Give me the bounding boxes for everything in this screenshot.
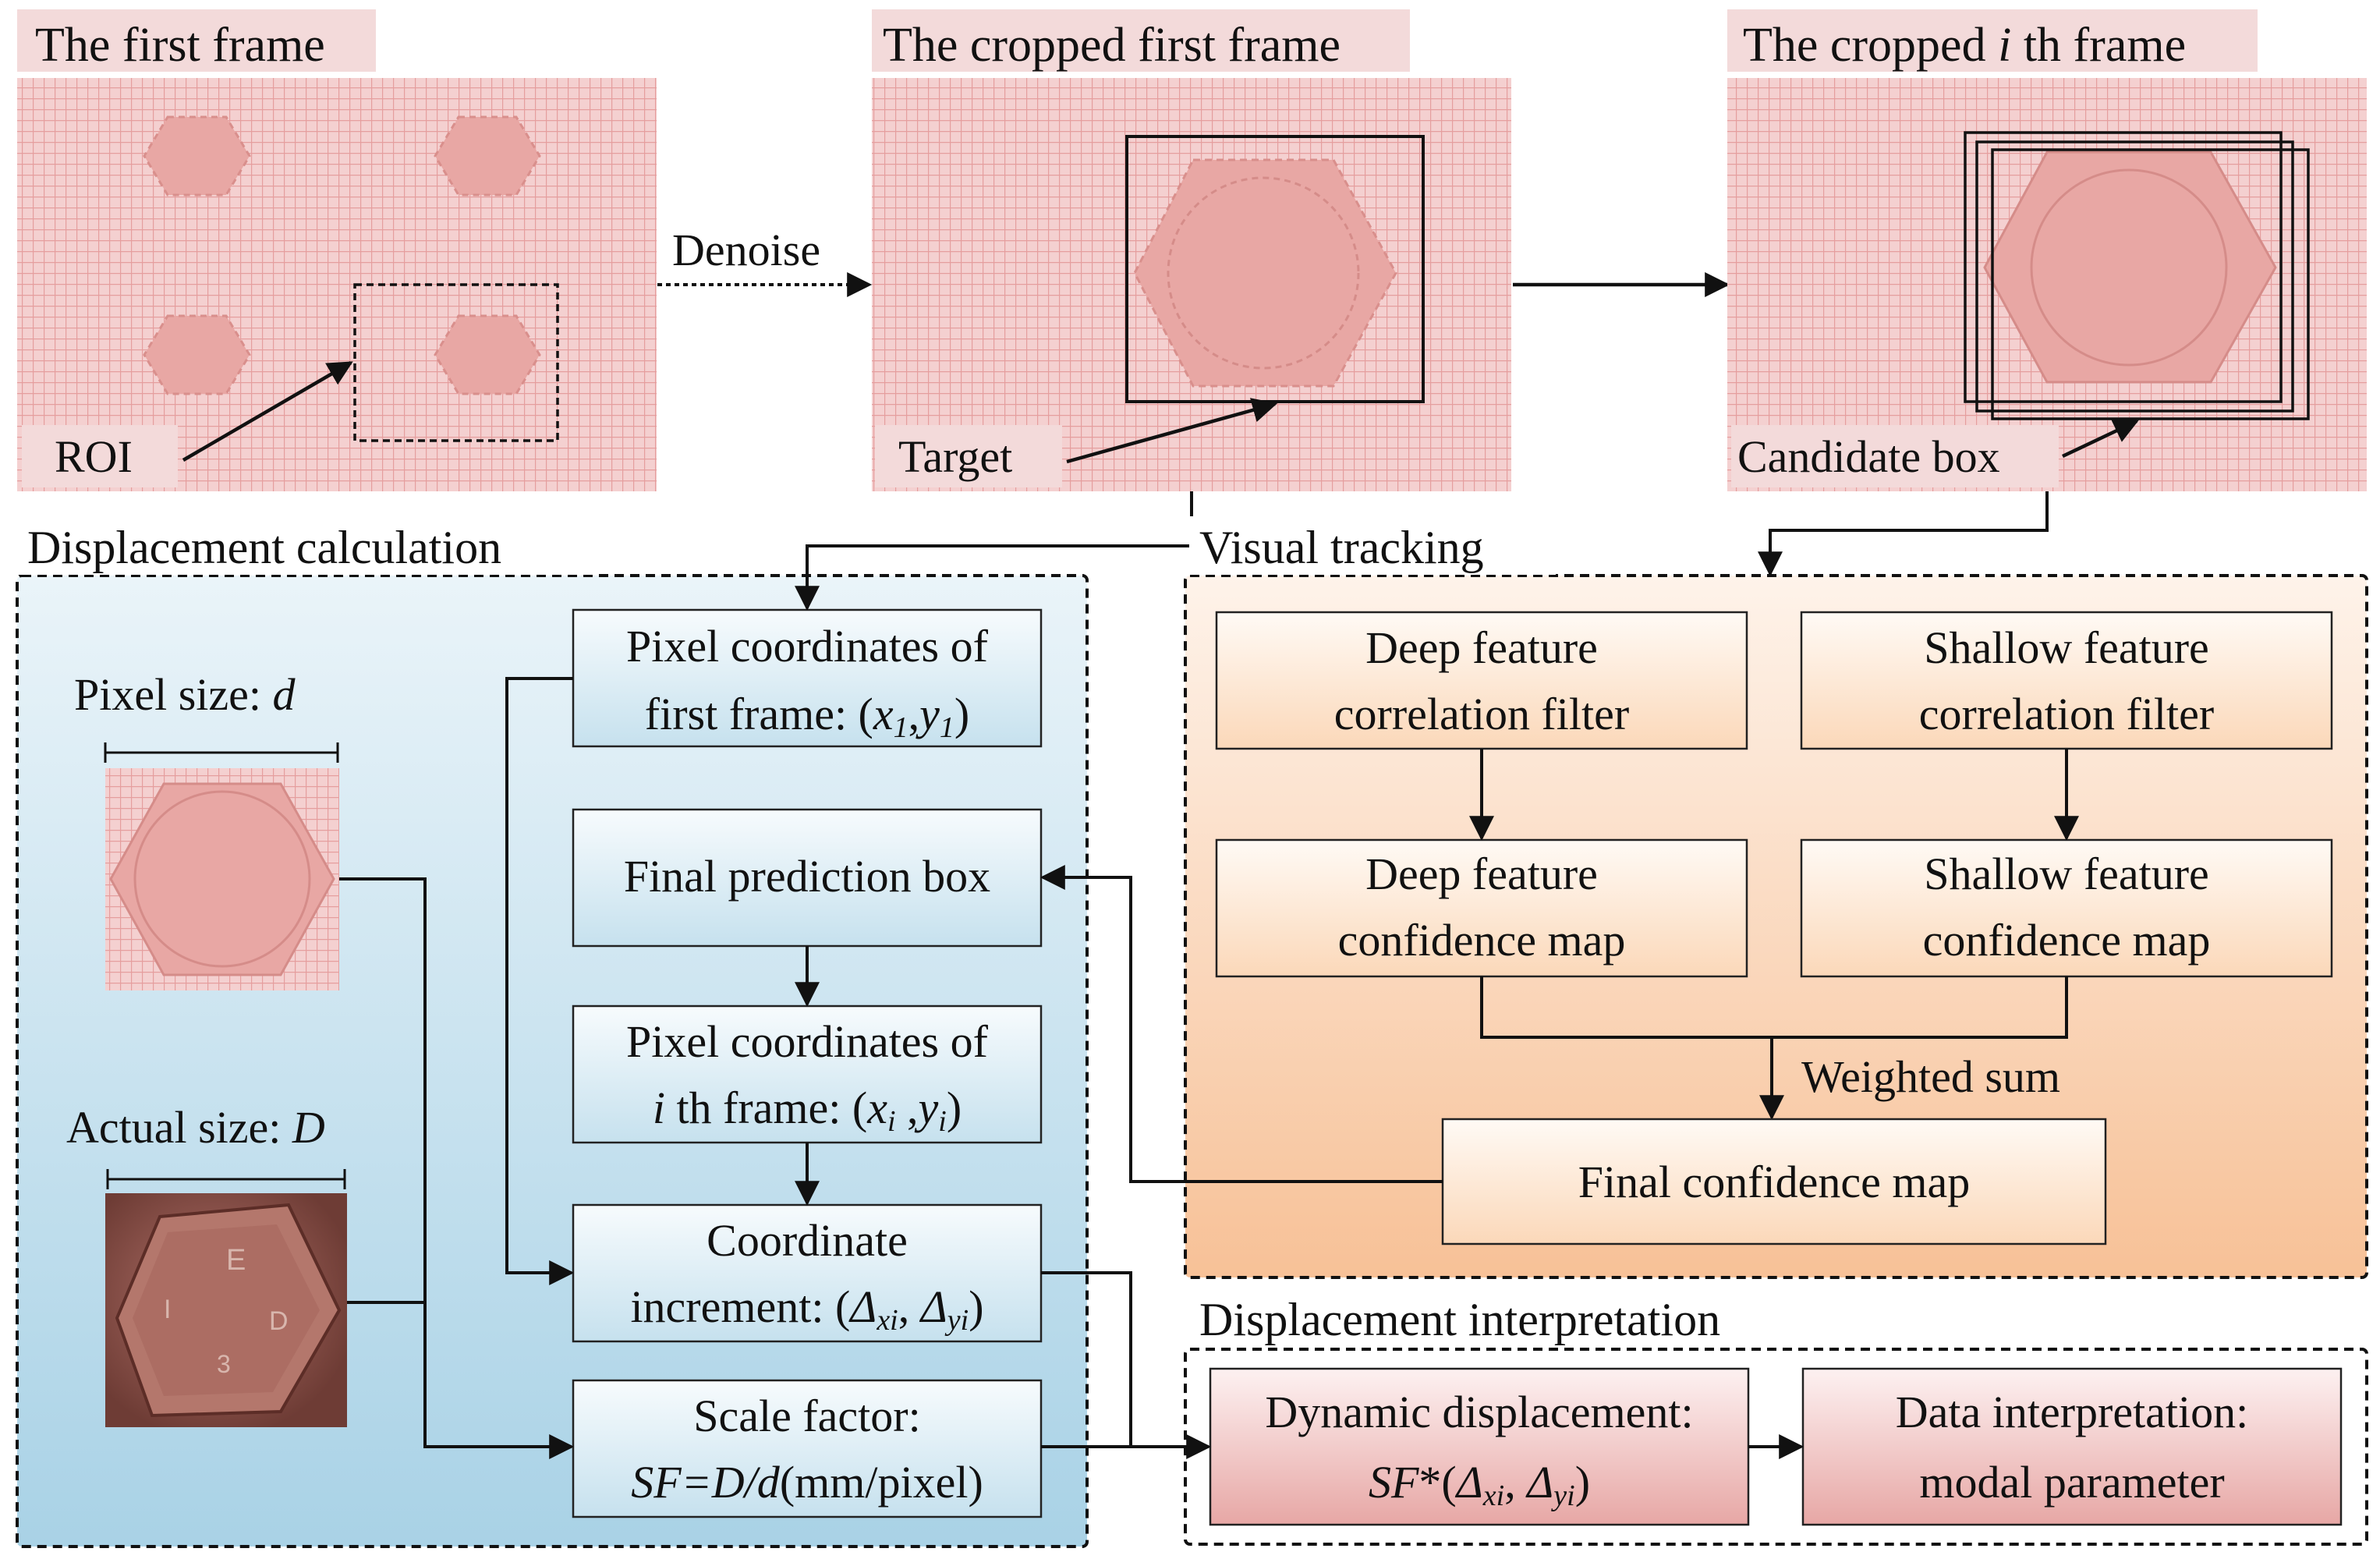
pixel-size-label: Pixel size: d — [74, 669, 296, 720]
shallow-filter-line2: correlation filter — [1919, 689, 2214, 739]
arrow-final-conf-to-prediction — [1039, 865, 1443, 1183]
shallow-filter-line1: Shallow feature — [1924, 622, 2209, 673]
dynamic-displacement-line2: SF*(Δxi, Δyi) — [1369, 1457, 1590, 1512]
dynamic-displacement-box — [1209, 1367, 1750, 1526]
pixel-size-image — [105, 768, 339, 990]
bolt-mark: E — [226, 1244, 246, 1277]
cropped-first-frame-panel: Target — [872, 78, 1511, 491]
denoise-label: Denoise — [672, 225, 820, 275]
deep-filter-box — [1215, 611, 1748, 750]
data-interpretation-box — [1801, 1367, 2343, 1526]
data-interpretation-line2: modal parameter — [1919, 1457, 2224, 1508]
displacement-interpretation-title: Displacement interpretation — [1199, 1294, 1720, 1345]
coordinate-increment-line1: Coordinate — [707, 1215, 908, 1266]
scale-factor-line2: SF=D/d(mm/pixel) — [631, 1457, 983, 1508]
data-interpretation-line1: Data interpretation: — [1896, 1387, 2249, 1437]
pixel-coords-ith-line1: Pixel coordinates of — [626, 1016, 989, 1067]
candidate-box — [1964, 131, 2283, 403]
deep-confidence-line2: confidence map — [1338, 915, 1626, 966]
visual-tracking-title: Visual tracking — [1199, 522, 1484, 573]
bolt-head — [143, 115, 251, 197]
arrow-candidate-to-tracking — [1758, 491, 2049, 577]
cropped-ith-title: The cropped i th frame — [1743, 19, 2186, 72]
bolt-head — [143, 314, 251, 395]
scale-factor-line1: Scale factor: — [693, 1391, 920, 1441]
bolt-head — [434, 314, 541, 395]
first-frame-title: The first frame — [35, 19, 325, 72]
displacement-calculation-title: Displacement calculation — [27, 522, 501, 573]
cropped-ith-frame-panel: Candidate box — [1727, 78, 2367, 491]
bolt-mark: I — [164, 1295, 171, 1324]
dynamic-displacement-line1: Dynamic displacement: — [1265, 1387, 1693, 1437]
roi-label: ROI — [55, 431, 133, 482]
cropped-first-title: The cropped first frame — [883, 19, 1341, 72]
weighted-sum-connector — [1480, 976, 2068, 1039]
bolt-head — [434, 115, 541, 197]
coordinate-increment-line2: increment: (Δxi, Δyi) — [630, 1281, 983, 1337]
bolt-mark: D — [269, 1306, 289, 1336]
deep-filter-line2: correlation filter — [1334, 689, 1629, 739]
arrow-increment-to-dynamic — [1041, 1271, 1212, 1459]
scale-factor-box — [572, 1379, 1043, 1518]
final-confidence-label: Final confidence map — [1578, 1157, 1971, 1207]
candidate-box — [1975, 140, 2294, 413]
final-prediction-label: Final prediction box — [624, 851, 990, 902]
candidate-label: Candidate box — [1737, 431, 2000, 482]
target-label: Target — [898, 431, 1012, 482]
arrow-pixelsize-to-scale — [339, 877, 575, 1459]
target-arrow — [1066, 398, 1278, 464]
actual-size-label: Actual size: D — [66, 1102, 325, 1153]
candidate-arrow — [2062, 419, 2139, 459]
roi-arrow — [182, 361, 353, 462]
shallow-filter-box — [1800, 611, 2333, 750]
bolt-mark: 3 — [217, 1350, 231, 1378]
arrow-first-to-increment — [505, 677, 575, 1285]
roi-box — [353, 283, 559, 442]
pixel-coords-ith-line2: i th frame: (xi ,yi) — [653, 1082, 962, 1138]
shallow-confidence-line2: confidence map — [1923, 915, 2211, 966]
deep-filter-line1: Deep feature — [1365, 622, 1598, 673]
final-confidence-box — [1441, 1118, 2107, 1245]
weighted-sum-label: Weighted sum — [1801, 1051, 2060, 1102]
bolt-photo: E I D 3 — [105, 1193, 347, 1427]
candidate-box — [1991, 148, 2310, 420]
deep-confidence-line1: Deep feature — [1365, 849, 1598, 899]
shallow-confidence-box — [1800, 838, 2333, 978]
pixel-coords-first-line2: first frame: (x1,y1) — [645, 689, 969, 744]
first-frame-panel: ROI — [17, 78, 657, 491]
deep-confidence-box — [1215, 838, 1748, 978]
coordinate-increment-box — [572, 1203, 1043, 1343]
shallow-confidence-line1: Shallow feature — [1924, 849, 2209, 899]
pixel-coords-ith-box — [572, 1004, 1043, 1144]
pixel-coords-first-line1: Pixel coordinates of — [626, 621, 989, 671]
